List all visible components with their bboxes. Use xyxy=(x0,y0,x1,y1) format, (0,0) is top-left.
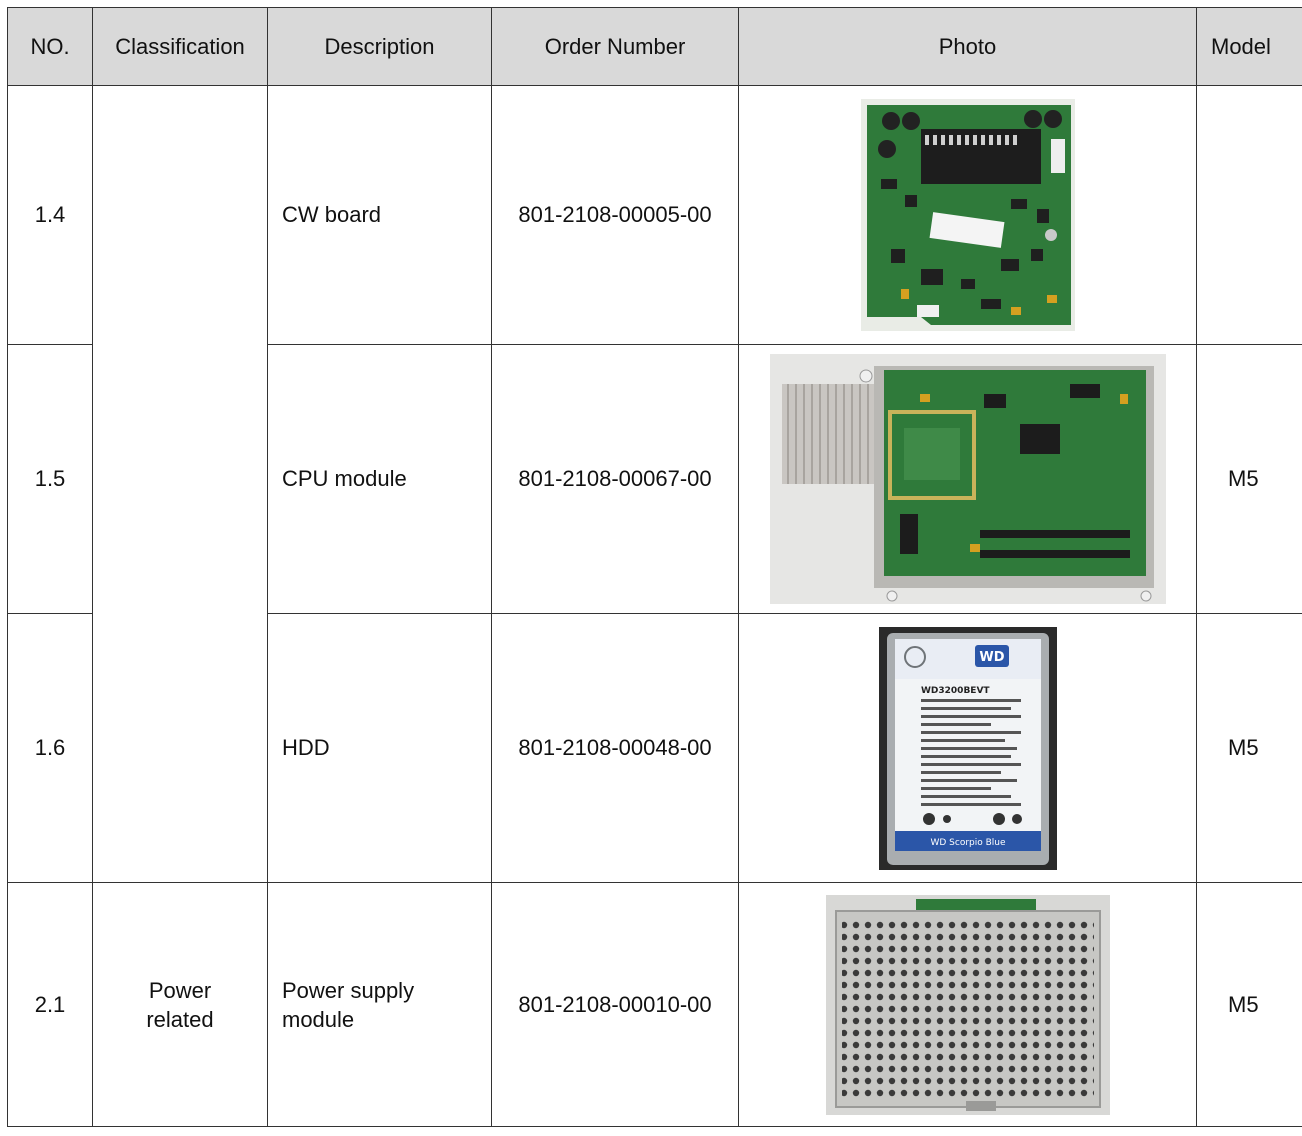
description-line-2: module xyxy=(282,1006,355,1032)
cell-no: 1.6 xyxy=(7,613,93,883)
table-row: 1.5 CPU module 801-2108-00067-00 xyxy=(7,344,1302,614)
header-classification: Classification xyxy=(92,7,268,86)
classification-line-1: Power xyxy=(148,977,212,1003)
parts-table-wrapper: NO. Classification Description Order Num… xyxy=(7,7,1302,1127)
power-supply-photo xyxy=(825,894,1110,1115)
table-row: 1.4 CW board 801-2108-00005-00 xyxy=(7,85,1302,883)
description-line-1: Power supply xyxy=(282,977,415,1003)
cell-no: 2.1 xyxy=(7,882,93,1127)
cell-description: Power supply module xyxy=(267,882,492,1127)
cell-description: CPU module xyxy=(267,344,492,614)
cell-photo xyxy=(738,882,1197,1127)
header-order-number: Order Number xyxy=(491,7,739,86)
cell-order-number: 801-2108-00067-00 xyxy=(491,344,739,614)
cell-model: M5 xyxy=(1196,882,1302,1127)
cell-classification-empty xyxy=(92,85,268,883)
parts-table: NO. Classification Description Order Num… xyxy=(7,7,1302,1127)
cell-description: CW board xyxy=(267,85,492,345)
header-model: Model xyxy=(1196,7,1302,86)
cell-no: 1.5 xyxy=(7,344,93,614)
header-row: NO. Classification Description Order Num… xyxy=(7,7,1302,86)
header-photo: Photo xyxy=(738,7,1197,86)
cell-order-number: 801-2108-00005-00 xyxy=(491,85,739,345)
cell-description: HDD xyxy=(267,613,492,883)
cell-model: M5 xyxy=(1196,613,1302,883)
header-no: NO. xyxy=(7,7,93,86)
cell-model: M5 xyxy=(1196,344,1302,614)
hdd-series-text: WD Scorpio Blue xyxy=(930,838,1006,848)
cell-photo xyxy=(738,344,1197,614)
table-row: 2.1 Power related Power supply module 80… xyxy=(7,882,1302,1127)
header-description: Description xyxy=(267,7,492,86)
table-row: 1.6 HDD 801-2108-00048-00 WD WD3200BEVT xyxy=(7,613,1302,883)
cpu-module-photo xyxy=(769,354,1166,604)
classification-line-2: related xyxy=(146,1006,214,1032)
cell-classification: Power related xyxy=(92,882,268,1127)
hdd-brand-logo: WD xyxy=(979,650,1004,665)
cell-photo: WD WD3200BEVT xyxy=(738,613,1197,883)
cw-board-photo xyxy=(860,99,1075,331)
cell-order-number: 801-2108-00010-00 xyxy=(491,882,739,1127)
cell-model xyxy=(1196,85,1302,345)
hdd-photo: WD WD3200BEVT xyxy=(878,626,1057,870)
cell-no: 1.4 xyxy=(7,85,93,345)
cell-photo xyxy=(738,85,1197,345)
hdd-model-text: WD3200BEVT xyxy=(921,686,990,696)
cell-order-number: 801-2108-00048-00 xyxy=(491,613,739,883)
